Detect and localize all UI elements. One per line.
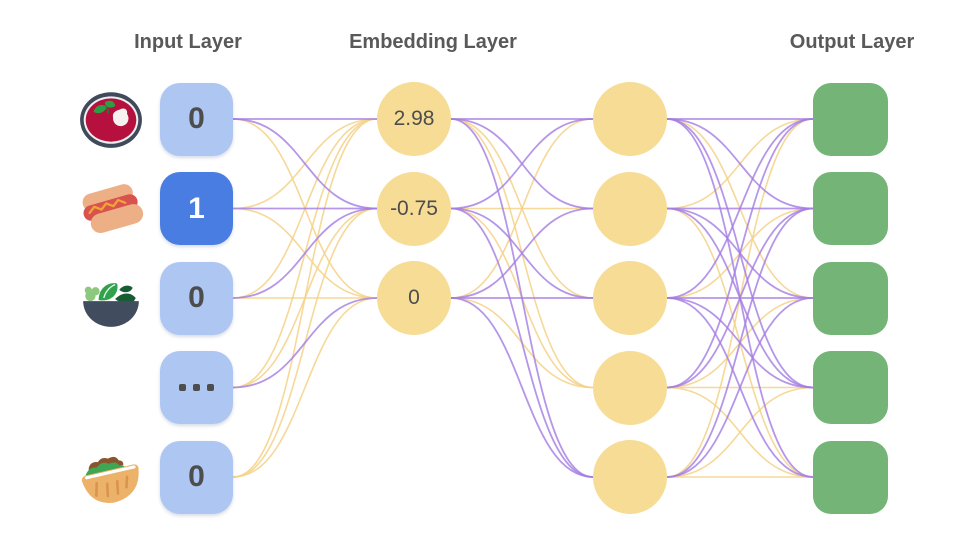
edge-line [666,297,814,478]
hidden-node [593,171,667,246]
input-node [160,351,233,424]
edge-line [666,118,814,299]
edge-line [232,297,378,389]
embedding-node: 0 [377,261,451,335]
input-node: 1 [160,172,233,245]
edge-line [666,118,814,210]
ellipsis-dots [179,384,214,391]
edge-line [450,297,594,478]
edge-line [232,207,378,299]
embedding-node: 2.98 [377,82,451,156]
edge-line [450,118,594,299]
edge-line [232,118,378,478]
embedding-layer-title: Embedding Layer [349,31,517,53]
edge-line [450,207,594,299]
output-layer-title: Output Layer [789,31,915,53]
edge-line [450,207,594,478]
output-node [813,351,888,424]
hidden-node [593,82,667,156]
input-node: 0 [160,261,233,335]
output-node [813,261,888,335]
input-node: 0 [160,82,233,156]
edge-line [450,118,594,210]
output-node [813,82,888,156]
edge-line [666,118,814,389]
hidden-node [593,350,667,425]
salad-icon [78,265,144,331]
edge-line [232,297,378,478]
hidden-node [593,261,667,335]
embedding-node: -0.75 [377,171,451,246]
stuffed-flatbread-icon [78,444,144,510]
hidden-node [593,440,667,514]
input-layer-title: Input Layer [134,31,242,53]
edge-line [666,207,814,389]
hot-dog-icon [78,176,144,242]
output-node [813,172,888,245]
edge-line [232,118,378,210]
edge-line [666,386,814,478]
borscht-soup-icon [78,86,144,152]
input-node: 0 [160,440,233,514]
output-node [813,440,888,514]
edge-line [666,207,814,478]
